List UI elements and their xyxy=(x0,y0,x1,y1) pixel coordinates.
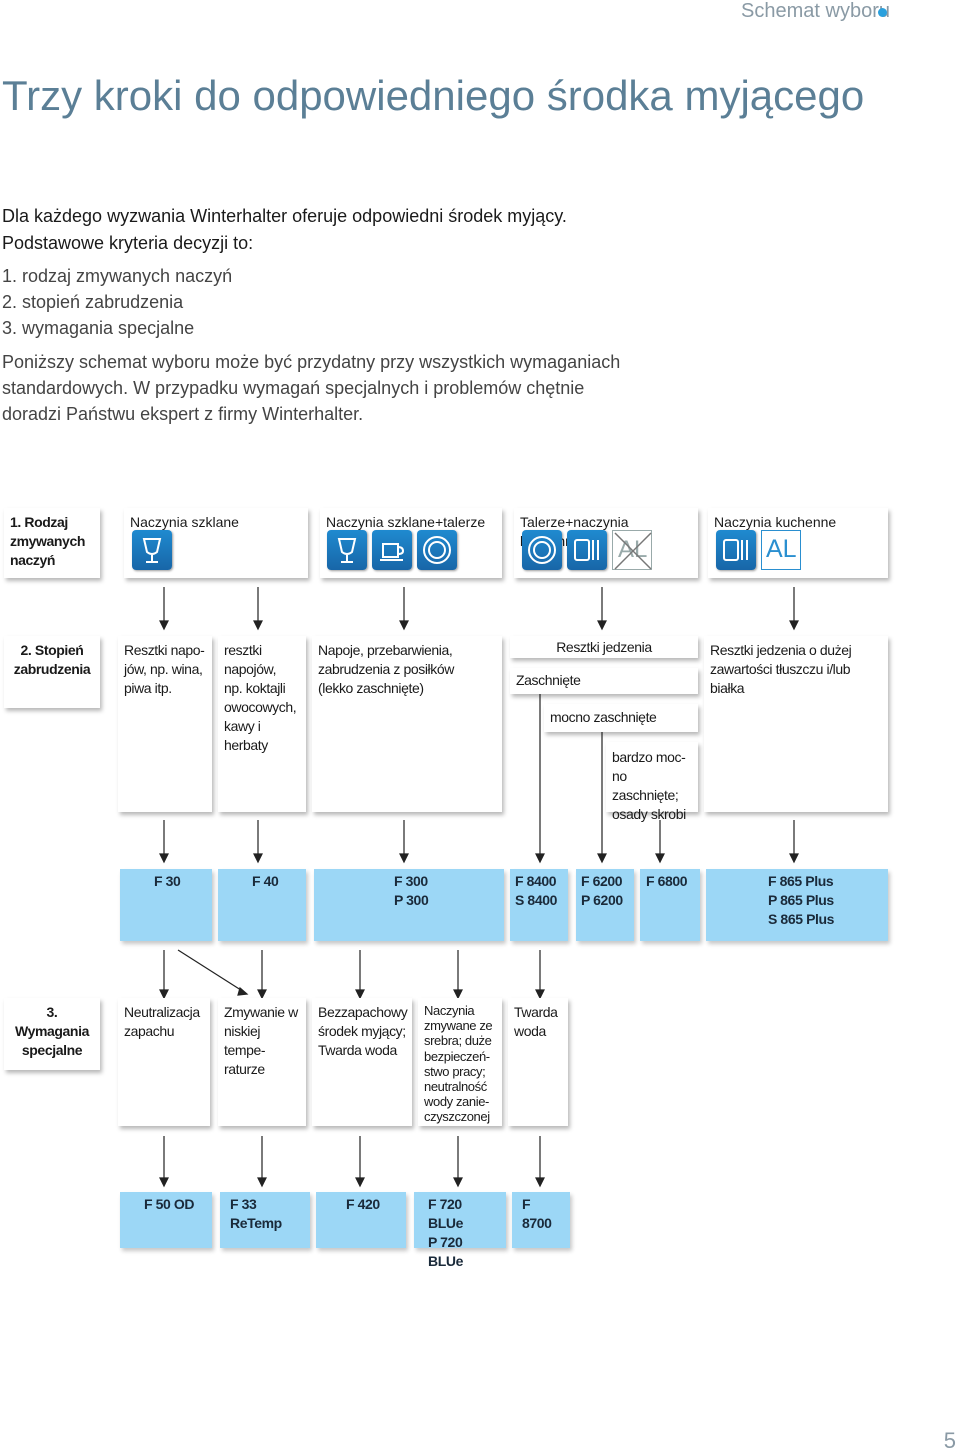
product-f8400: F 8400 S 8400 xyxy=(510,869,568,941)
soil-drinks-residue: Resztki napo- jów, np. wina, piwa itp. xyxy=(118,636,212,812)
requirement-hard-water: Twarda woda xyxy=(508,998,568,1126)
product-f33retemp: F 33 ReTemp xyxy=(220,1192,310,1248)
soil-fat-protein: Resztki jedzenia o dużej zawartości tłus… xyxy=(704,636,888,812)
food-residue-title: Resztki jedzenia xyxy=(510,636,698,658)
requirement-fragrance-free: Bezzapachowy środek myjący; Twarda woda xyxy=(312,998,412,1126)
plate-icon xyxy=(417,530,457,570)
soil-drinks-cocktails: resztki napojów, np. koktajli owocowych,… xyxy=(218,636,306,812)
criterion-2: 2. stopień zabrudzenia xyxy=(2,292,184,312)
glass-icon xyxy=(327,530,367,570)
product-f6800: F 6800 xyxy=(640,869,700,941)
step2-label: 2. Stopień zabrudzenia xyxy=(4,636,100,708)
requirement-low-temperature: Zmywanie w niskiej tempe- raturze xyxy=(218,998,306,1126)
category-kitchenware-label: Naczynia kuchenne xyxy=(714,514,837,530)
intro-line-1: Dla każdego wyzwania Winterhalter oferuj… xyxy=(2,206,567,226)
intro-paragraph-line-3: doradzi Państwu ekspert z firmy Winterha… xyxy=(2,404,364,424)
step3-label: 3. Wymagania specjalne xyxy=(4,998,100,1070)
tray-icon xyxy=(716,530,756,570)
glass-icon xyxy=(132,530,172,570)
header-bullet-icon xyxy=(878,8,887,17)
intro-paragraph-line-1: Poniższy schemat wyboru może być przydat… xyxy=(2,352,621,372)
section-header: Schemat wyboru xyxy=(741,0,890,22)
requirement-odour-neutralisation: Neutralizacja zapachu xyxy=(118,998,210,1126)
food-residue-very-heavily-dried: bardzo moc- no zaschnięte; osady skrobi xyxy=(606,742,698,822)
product-f50od: F 50 OD xyxy=(120,1192,212,1248)
product-f8700: F 8700 xyxy=(512,1192,570,1248)
step3-arrows-bottom xyxy=(159,1136,545,1188)
step3-arrows-top xyxy=(159,949,545,1000)
tray-icon xyxy=(567,530,607,570)
product-f420: F 420 xyxy=(316,1192,406,1248)
category-glasses-label: Naczynia szklane xyxy=(130,514,239,530)
category-glasses-plates-label: Naczynia szklane+talerze xyxy=(326,514,486,530)
aluminium-crossed-icon: AL xyxy=(612,530,652,570)
requirement-silverware-safety: Naczynia zmywane ze srebra; duże bezpiec… xyxy=(418,998,502,1126)
plate-icon xyxy=(522,530,562,570)
food-residue-heavily-dried: mocno zaschnięte xyxy=(544,704,698,732)
food-residue-dried: Zaschnięte xyxy=(510,668,698,694)
product-f6200: F 6200 P 6200 xyxy=(576,869,634,941)
product-f30: F 30 xyxy=(120,869,212,941)
soil-drinks-meals: Napoje, przebarwienia, zabrudzenia z pos… xyxy=(312,636,502,812)
page-number: 5 xyxy=(943,1428,956,1453)
product-f300: F 300 P 300 xyxy=(314,869,504,941)
criterion-1: 1. rodzaj zmywanych naczyń xyxy=(2,266,233,286)
step1-arrows xyxy=(159,587,799,631)
product-f720: F 720 BLUe P 720 BLUe xyxy=(414,1192,506,1269)
product-f865: F 865 Plus P 865 Plus S 865 Plus xyxy=(706,869,888,941)
step2-arrows xyxy=(159,694,799,864)
criterion-3: 3. wymagania specjalne xyxy=(2,318,195,338)
aluminium-icon: AL xyxy=(761,530,801,570)
product-f40: F 40 xyxy=(218,869,306,941)
intro-paragraph-line-2: standardowych. W przypadku wymagań specj… xyxy=(2,378,585,398)
aluminium-label: AL xyxy=(766,535,797,563)
page-title: Trzy kroki do odpowiedniego środka myjąc… xyxy=(2,72,865,119)
intro-line-2: Podstawowe kryteria decyzji to: xyxy=(2,233,254,253)
cup-icon xyxy=(372,530,412,570)
step1-label: 1. Rodzaj zmywanych naczyń xyxy=(4,508,100,578)
